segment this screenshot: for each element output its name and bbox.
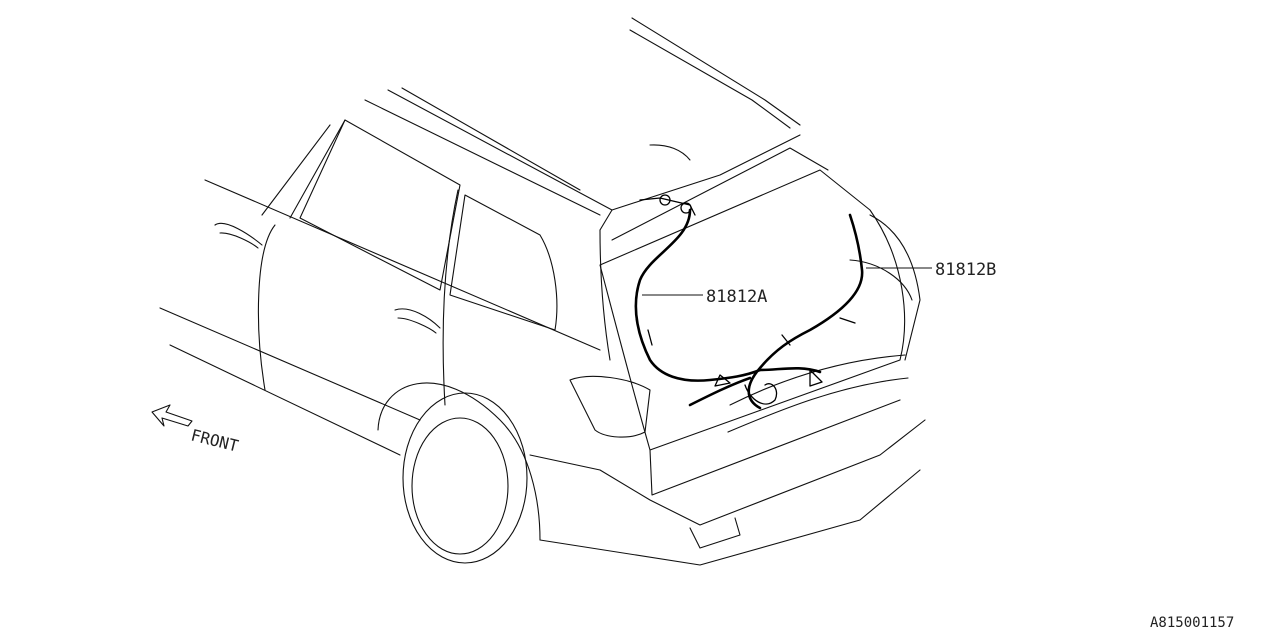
figure-reference: A815001157 [1150, 615, 1234, 631]
vehicle-outline [151, 17, 926, 566]
harness-81812A [634, 194, 762, 387]
front-direction-label: FRONT [189, 425, 241, 455]
harness-81812B [688, 213, 864, 410]
part-number-label: 81812A [706, 287, 767, 307]
part-number-label: 81812B [935, 260, 996, 280]
callout-81812A: 81812A [642, 287, 767, 307]
front-arrow-icon [151, 404, 193, 427]
callout-81812B: 81812B [866, 260, 996, 280]
